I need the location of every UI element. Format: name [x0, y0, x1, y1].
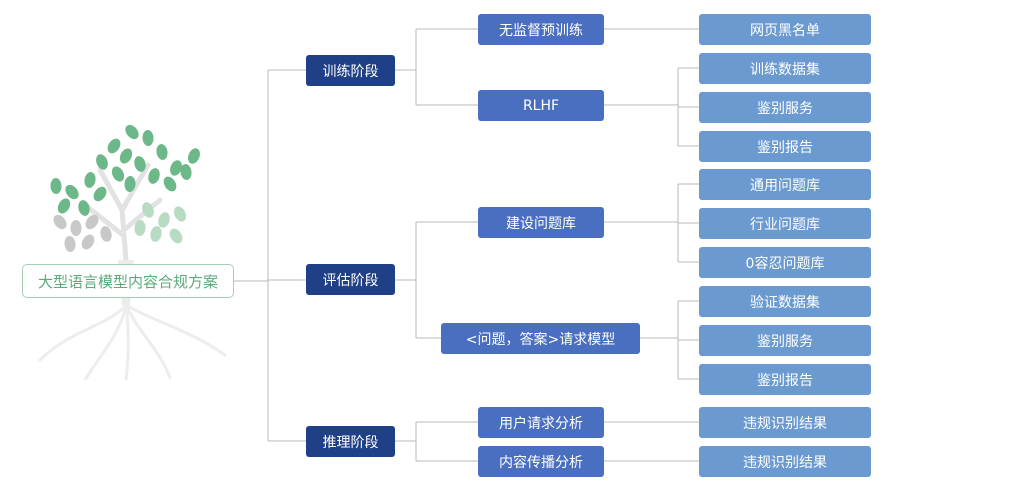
root-node[interactable]: 大型语言模型内容合规方案 [22, 264, 234, 298]
tree-leaf [93, 186, 107, 202]
tree-leaf [124, 176, 136, 192]
sub-rlhf[interactable]: RLHF [478, 90, 604, 121]
tree-leaf [53, 214, 67, 230]
sub-build-question-bank[interactable]: 建设问题库 [478, 207, 604, 238]
tree-leaf [156, 144, 168, 160]
stage-inference[interactable]: 推理阶段 [306, 426, 395, 457]
tree-leaf [111, 166, 125, 182]
tree-leaf [50, 178, 62, 194]
stage-evaluation[interactable]: 评估阶段 [306, 264, 395, 295]
tree-leaf [158, 212, 170, 228]
tree-leaf [57, 198, 71, 214]
tree-leaf [96, 154, 108, 170]
tree-leaf [85, 214, 99, 230]
leaf-identification-report-2[interactable]: 鉴别报告 [699, 364, 871, 395]
tree-leaf [142, 202, 154, 218]
tree-leaf [64, 236, 76, 252]
leaf-general-question-bank[interactable]: 通用问题库 [699, 169, 871, 200]
tree-illustration [38, 124, 227, 380]
tree-leaf [163, 176, 177, 192]
tree-leaf [84, 172, 96, 188]
tree-roots [38, 303, 227, 380]
tree-leaf [188, 148, 200, 164]
leaf-zero-tolerance-question-bank[interactable]: 0容忍问题库 [699, 247, 871, 278]
tree-leaf [70, 220, 82, 236]
sub-content-propagation-analysis[interactable]: 内容传播分析 [478, 446, 604, 477]
tree-leaf [125, 124, 139, 140]
sub-qa-request-model[interactable]: <问题，答案>请求模型 [441, 323, 640, 354]
tree-leaf [134, 220, 146, 236]
tree-leaf [78, 200, 90, 216]
tree-leaf [107, 138, 121, 154]
tree-leaf [173, 206, 187, 222]
sub-user-request-analysis[interactable]: 用户请求分析 [478, 407, 604, 438]
leaf-identification-service[interactable]: 鉴别服务 [699, 92, 871, 123]
leaf-violation-result-2[interactable]: 违规识别结果 [699, 446, 871, 477]
tree-leaf [148, 168, 160, 184]
tree-leaf [142, 130, 154, 146]
tree-leaf [100, 226, 112, 242]
stage-training[interactable]: 训练阶段 [306, 55, 395, 86]
tree-leaf [134, 156, 146, 172]
tree-leaf [119, 148, 133, 164]
tree-leaf [81, 234, 95, 250]
tree-leaf [169, 228, 183, 244]
tree-branches [82, 162, 163, 263]
leaf-identification-report[interactable]: 鉴别报告 [699, 131, 871, 162]
leaf-web-blacklist[interactable]: 网页黑名单 [699, 14, 871, 45]
leaf-violation-result-1[interactable]: 违规识别结果 [699, 407, 871, 438]
tree-leaf [65, 184, 79, 200]
leaf-validation-dataset[interactable]: 验证数据集 [699, 286, 871, 317]
tree-leaf [180, 164, 192, 180]
sub-unsupervised-pretraining[interactable]: 无监督预训练 [478, 14, 604, 45]
leaf-industry-question-bank[interactable]: 行业问题库 [699, 208, 871, 239]
leaf-identification-service-2[interactable]: 鉴别服务 [699, 325, 871, 356]
tree-leaf [150, 226, 162, 242]
leaf-training-dataset[interactable]: 训练数据集 [699, 53, 871, 84]
tree-leaf [170, 160, 182, 176]
